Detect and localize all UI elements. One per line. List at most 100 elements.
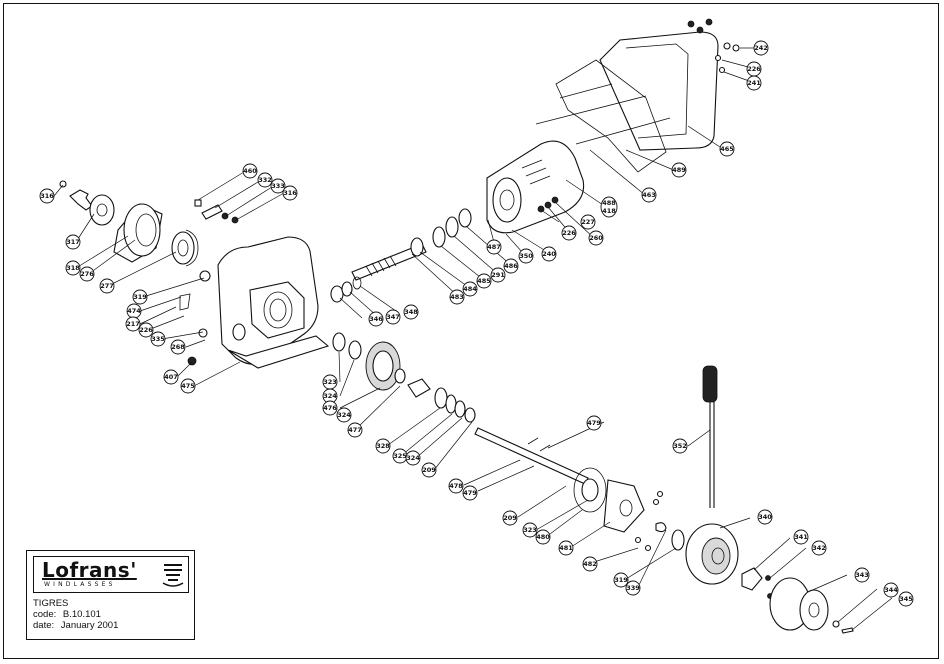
brand-name: Lofrans' — [42, 558, 137, 582]
date-row: date: January 2001 — [33, 620, 118, 631]
svg-text:480: 480 — [536, 533, 550, 541]
svg-text:277: 277 — [100, 282, 114, 290]
svg-text:209: 209 — [503, 514, 517, 522]
svg-text:344: 344 — [884, 586, 898, 594]
svg-text:477: 477 — [348, 426, 362, 434]
callout-226c: 226 — [746, 61, 762, 77]
svg-text:339: 339 — [626, 584, 640, 592]
callout-345: 345 — [898, 591, 914, 607]
svg-text:489: 489 — [672, 166, 686, 174]
callout-479b: 479 — [586, 415, 602, 431]
callout-460: 460 — [242, 163, 258, 179]
svg-text:460: 460 — [243, 167, 257, 175]
svg-text:418: 418 — [602, 207, 616, 215]
svg-text:333: 333 — [271, 182, 285, 190]
callout-324c: 324 — [405, 450, 421, 466]
svg-text:463: 463 — [642, 191, 656, 199]
svg-text:226: 226 — [747, 65, 761, 73]
svg-text:347: 347 — [386, 313, 400, 321]
callout-316: 316 — [39, 188, 55, 204]
svg-text:352: 352 — [673, 442, 687, 450]
svg-text:319: 319 — [614, 576, 628, 584]
callout-268: 268 — [170, 339, 186, 355]
callout-343: 343 — [854, 567, 870, 583]
svg-text:324: 324 — [337, 411, 351, 419]
callout-332: 332 — [257, 172, 273, 188]
svg-text:324: 324 — [323, 392, 337, 400]
svg-text:317: 317 — [66, 238, 80, 246]
callout-352: 352 — [672, 438, 688, 454]
brand-tagline: WINDLASSES — [44, 581, 116, 588]
callout-483: 483 — [449, 289, 465, 305]
callout-328: 328 — [375, 438, 391, 454]
gearbox-housing — [179, 236, 330, 369]
callout-242: 242 — [753, 40, 769, 56]
callout-240: 240 — [541, 246, 557, 262]
svg-text:323: 323 — [523, 526, 537, 534]
cover-assembly — [59, 180, 211, 282]
callout-478: 478 — [448, 478, 464, 494]
svg-text:343: 343 — [855, 571, 869, 579]
callout-260: 260 — [588, 230, 604, 246]
callout-226: 226 — [138, 322, 154, 338]
callout-339: 339 — [625, 580, 641, 596]
callout-480: 480 — [535, 529, 551, 545]
svg-text:487: 487 — [487, 243, 501, 251]
callout-348: 348 — [403, 304, 419, 320]
callout-407: 407 — [163, 369, 179, 385]
callout-342: 342 — [811, 540, 827, 556]
leader-lines — [53, 47, 893, 631]
callout-276: 276 — [79, 266, 95, 282]
svg-text:227: 227 — [581, 218, 595, 226]
svg-text:465: 465 — [720, 145, 734, 153]
svg-text:483: 483 — [450, 293, 464, 301]
svg-text:226: 226 — [139, 326, 153, 334]
callout-291: 291 — [490, 267, 506, 283]
callout-324b: 324 — [336, 407, 352, 423]
callout-317: 317 — [65, 234, 81, 250]
svg-text:242: 242 — [754, 44, 768, 52]
callout-323: 323 — [322, 374, 338, 390]
svg-text:316: 316 — [283, 189, 297, 197]
code-value: B.10.101 — [62, 609, 101, 620]
callout-347: 347 — [385, 309, 401, 325]
callout-324: 324 — [322, 388, 338, 404]
callout-344: 344 — [883, 582, 899, 598]
callout-481: 481 — [558, 540, 574, 556]
callout-486: 486 — [503, 258, 519, 274]
svg-text:226: 226 — [562, 229, 576, 237]
callout-346: 346 — [368, 311, 384, 327]
svg-text:346: 346 — [369, 315, 383, 323]
callout-484: 484 — [462, 281, 478, 297]
svg-text:324: 324 — [406, 454, 420, 462]
callout-209: 209 — [421, 462, 437, 478]
main-gear-assembly — [332, 332, 664, 552]
svg-text:240: 240 — [542, 250, 556, 258]
code-row: code: B.10.101 — [33, 609, 101, 620]
drum-assembly — [655, 365, 854, 634]
brand-logo: Lofrans' WINDLASSES — [33, 556, 189, 593]
svg-text:485: 485 — [477, 277, 491, 285]
svg-text:209: 209 — [422, 466, 436, 474]
svg-text:488: 488 — [602, 199, 616, 207]
callout-217: 217 — [125, 316, 141, 332]
svg-text:479: 479 — [463, 489, 477, 497]
svg-text:260: 260 — [589, 234, 603, 242]
svg-text:276: 276 — [80, 270, 94, 278]
callout-318: 318 — [65, 260, 81, 276]
motor — [486, 140, 585, 234]
svg-text:291: 291 — [491, 271, 505, 279]
callout-474: 474 — [126, 303, 142, 319]
svg-text:325: 325 — [393, 452, 407, 460]
svg-text:475: 475 — [181, 382, 195, 390]
callout-465: 465 — [719, 141, 735, 157]
callout-485: 485 — [476, 273, 492, 289]
svg-text:316: 316 — [40, 192, 54, 200]
code-label: code: — [33, 609, 57, 620]
svg-text:342: 342 — [812, 544, 826, 552]
callout-487: 487 — [486, 239, 502, 255]
callout-475: 475 — [180, 378, 196, 394]
callout-316b: 316 — [282, 185, 298, 201]
callout-463: 463 — [641, 187, 657, 203]
